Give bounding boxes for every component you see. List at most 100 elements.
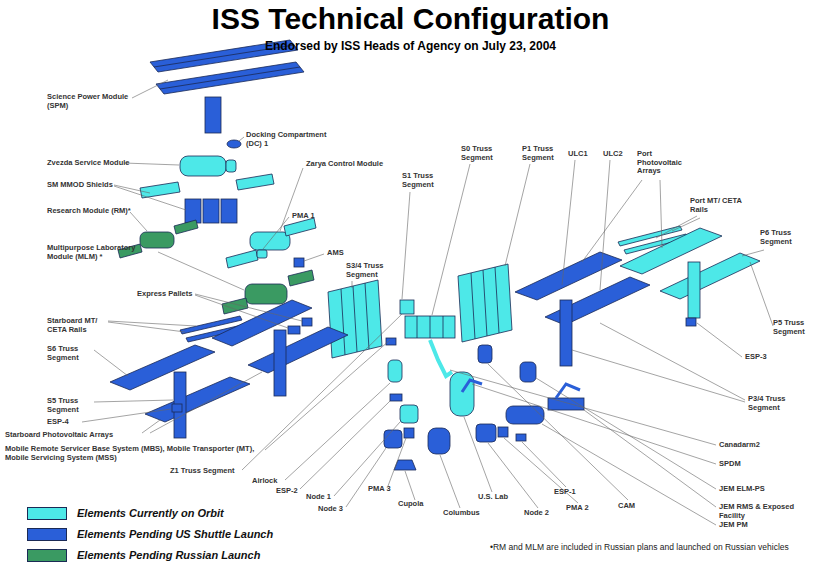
jem-exposed-facility [556,384,580,398]
center-truss [417,316,418,338]
express-pallet [386,338,396,345]
center-truss [405,316,455,338]
part-label: S5 Truss Segment [47,397,95,414]
part-label: S1 Truss Segment [402,172,447,189]
leader-lines [562,160,575,285]
leader-lines [656,216,697,238]
part-label: ESP-3 [745,353,780,362]
part-label: Research Module (RM)* [47,207,157,216]
leader-lines [388,438,406,486]
leader-lines [522,442,566,487]
solar-array [660,253,760,299]
part-label: Zarya Control Module [306,160,401,169]
radiator-panel [458,264,512,342]
leader-lines [660,180,662,248]
part-label: Starboard MT/ CETA Rails [47,317,107,334]
part-label: Columbus [443,509,488,518]
zvezda-module [226,160,236,172]
solar-array [560,300,572,366]
mmod-shield [203,199,219,223]
leader-lines [464,417,492,492]
leader-lines [124,163,179,165]
leader-lines [542,424,716,525]
radiator-panel [341,289,345,355]
node-module [400,405,418,423]
leader-lines [750,262,773,326]
part-label: ULC2 [603,150,633,159]
spare-platform [390,394,402,401]
part-label: PMA 3 [368,485,400,494]
legend-swatch [27,507,67,520]
leader-lines [132,80,168,98]
leader-lines [108,322,185,332]
zarya-module [250,232,290,250]
leader-lines [582,180,642,262]
spare-platform [172,404,182,412]
part-label: Port MT/ CETA Rails [690,197,745,214]
research-module [174,220,198,234]
part-label: S0 Truss Segment [461,145,506,162]
solar-array [688,262,700,318]
solar-array [212,300,312,346]
leader-lines [536,378,716,489]
part-label: Node 3 [318,505,350,514]
part-label: S6 Truss Segment [47,345,95,362]
leader-lines [672,218,700,231]
part-label: ULC1 [568,150,598,159]
footnote: •RM and MLM are included in Russian plan… [490,543,789,553]
leader-lines [158,252,244,290]
part-label: S3/4 Truss Segment [346,262,401,279]
express-pallet [288,326,300,334]
part-label: CAM [618,502,643,511]
laboratory-module [288,270,314,286]
zvezda-module [140,156,274,198]
part-label: Science Power Module (SPM) [47,93,132,110]
solar-array [248,327,348,373]
part-label: P3/4 Truss Segment [748,395,803,412]
leader-lines [130,212,147,231]
leader-lines [584,410,716,507]
leader-lines [440,455,460,508]
mmod-shield [221,199,237,223]
spare-platform [516,434,526,441]
center-truss [400,300,414,314]
leader-lines [195,295,288,328]
laboratory-module [245,284,287,304]
jem-logistics-module [520,362,536,382]
solar-array [110,252,650,438]
zarya-module [226,250,258,268]
part-label: P6 Truss Segment [760,229,810,246]
leader-lines [150,372,262,433]
part-label: JEM ELM-PS [719,485,779,494]
leader-lines [450,370,716,445]
solar-array [110,345,215,390]
radiator-panel [471,273,475,339]
legend-text: Elements Currently on Orbit [77,507,224,519]
part-label: Node 1 [306,493,338,502]
part-label: ESP-1 [554,488,584,497]
leader-lines [697,323,742,357]
part-label: Express Pallets [137,290,207,299]
part-label: P1 Truss Segment [522,145,567,162]
leader-lines [346,448,386,507]
part-label: Node 2 [524,509,559,518]
part-label: Multipurpose Laboratory Module (MLM) * [47,244,157,261]
science-power-module [150,40,304,133]
leader-lines [82,80,773,525]
radiator-panel [495,267,499,333]
radiator-panel [365,283,369,349]
docking-compartment [227,140,241,148]
solar-array [620,228,760,318]
leader-lines [265,340,390,450]
leader-lines [108,321,196,326]
leader-lines [82,409,171,422]
center-truss [430,316,431,338]
legend-text: Elements Pending Russian Launch [77,549,260,561]
leader-lines [405,471,415,500]
part-label: Z1 Truss Segment [170,467,240,476]
part-label: SM MMOD Shields [47,181,137,190]
part-label: JEM RMS & Exposed Facility [719,503,814,520]
leader-lines [142,420,160,433]
